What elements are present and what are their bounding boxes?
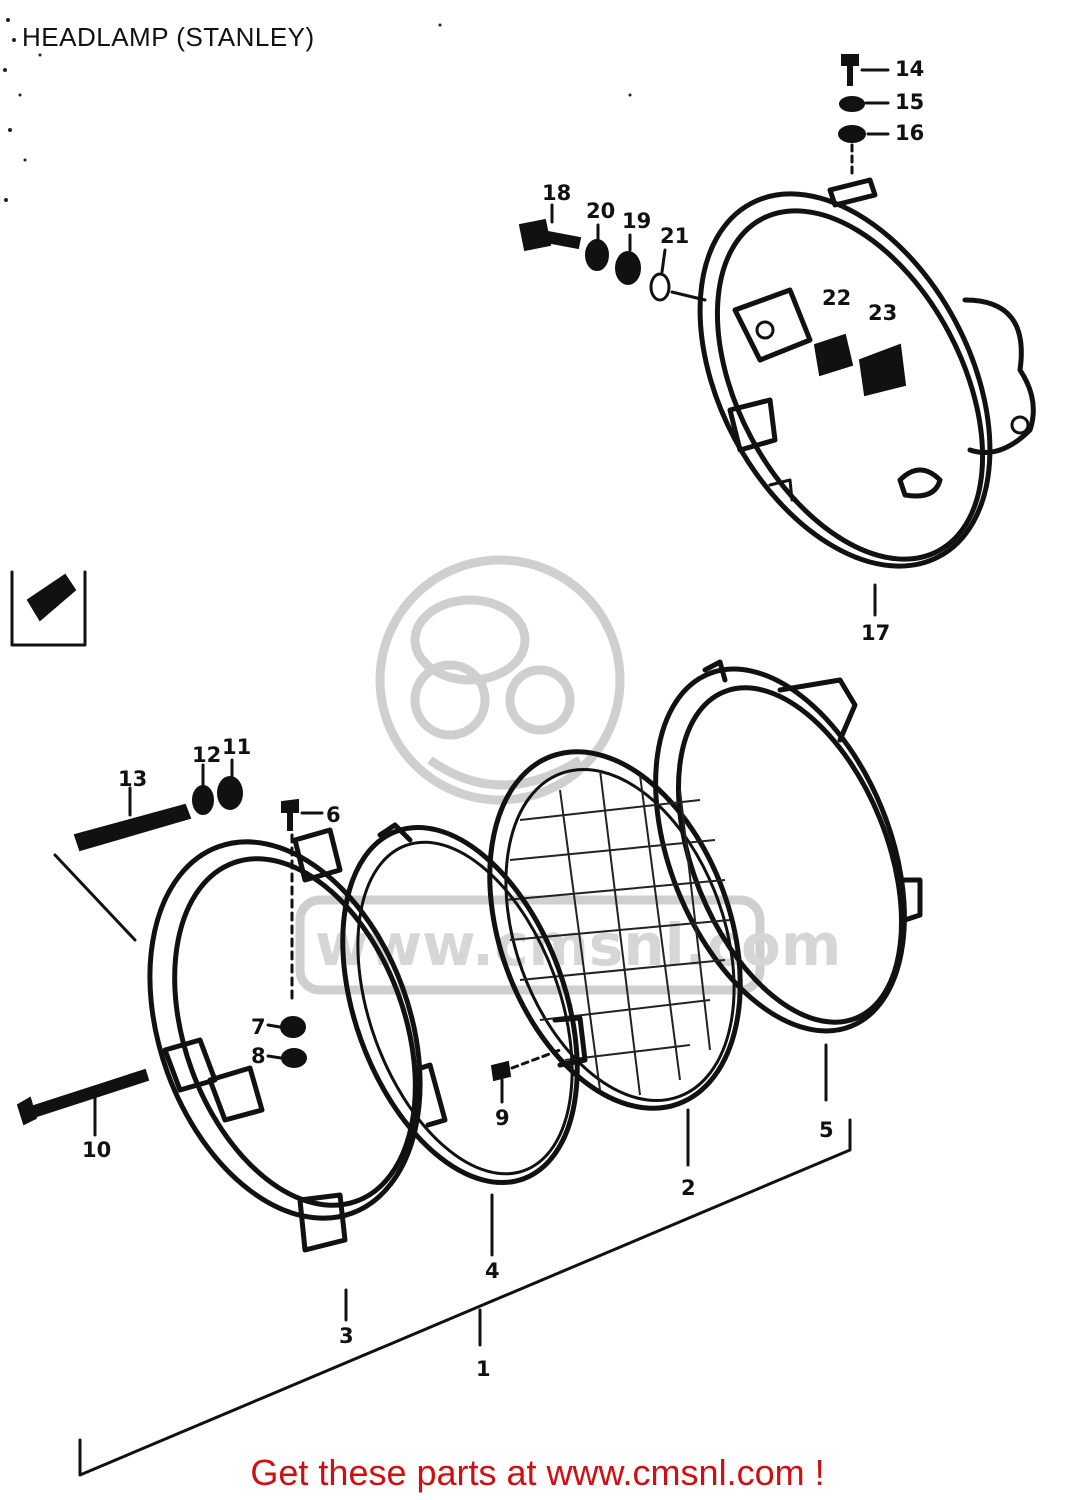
callout-19: 19 [622,209,651,233]
fasteners-14-15-16 [838,54,890,177]
parts-7-8-nut-washer [266,1016,307,1068]
callout-1: 1 [476,1357,491,1381]
callout-10: 10 [82,1138,111,1162]
watermark-mascot: www.cmsnl.com [295,555,841,995]
callout-12: 12 [192,743,221,767]
callout-14: 14 [895,57,924,81]
callout-20: 20 [586,199,615,223]
callout-labels: 1 2 3 4 5 6 7 8 9 10 11 12 13 14 15 16 1… [82,57,924,1381]
callout-11: 11 [222,735,251,759]
page-title: HEADLAMP (STANLEY) [22,22,315,52]
part-6-screw [281,798,324,1002]
callout-3: 3 [339,1324,354,1348]
part-9-screw [490,1048,562,1104]
callout-17: 17 [861,621,890,645]
callout-6: 6 [326,803,341,827]
callout-23: 23 [868,301,897,325]
callout-4: 4 [485,1259,500,1283]
scan-noise [3,18,632,202]
callout-8: 8 [251,1044,266,1068]
part-3-rim [147,827,423,1322]
callout-9: 9 [495,1106,510,1130]
reference-icon-box [10,570,87,647]
part-2-sealed-beam [487,749,743,1167]
callout-5: 5 [819,1118,834,1142]
callout-18: 18 [542,181,571,205]
part-13-adjust-screw [53,758,243,942]
fasteners-18-19-20-21 [518,203,707,302]
callout-15: 15 [895,90,924,114]
part-10-bolt [16,1068,150,1137]
callout-2: 2 [681,1176,696,1200]
part-4-retaining-ring [340,822,588,1257]
callout-13: 13 [118,767,147,791]
callout-21: 21 [660,224,689,248]
callout-7: 7 [251,1015,266,1039]
callout-22: 22 [822,286,851,310]
callout-16: 16 [895,121,924,145]
footer-promo-link[interactable]: Get these parts at www.cmsnl.com ! [250,1452,825,1493]
part-5-mounting-ring [653,659,923,1102]
part-17-housing [697,177,1036,617]
assembly-bracket-part-1 [78,1118,852,1477]
